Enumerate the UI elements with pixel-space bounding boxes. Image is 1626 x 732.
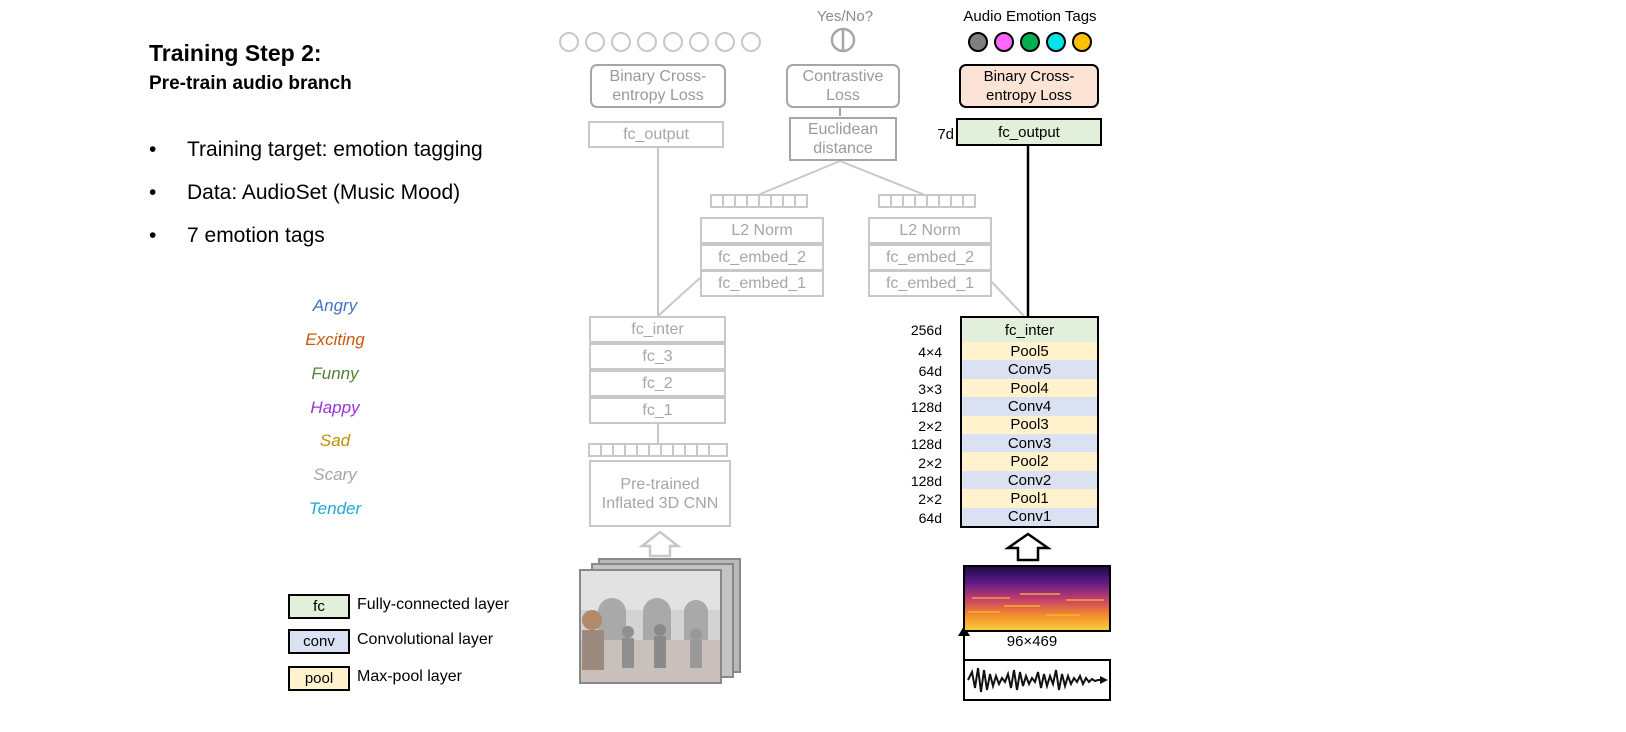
audio-layer-dim-label: 4×4 xyxy=(918,344,942,361)
page-subtitle: Pre-train audio branch xyxy=(149,73,352,94)
emotion-label: Funny xyxy=(311,364,359,383)
legend-pool-label: Max-pool layer xyxy=(357,668,462,685)
left-l2-norm-box: L2 Norm xyxy=(700,217,824,244)
video-output-circles xyxy=(559,32,761,52)
emotion-label: Sad xyxy=(319,431,351,450)
video-fc-inter-box: fc_inter xyxy=(589,316,726,343)
audio-layer-conv2: Conv2 xyxy=(960,470,1099,492)
video-cnn-box: Pre-trained Inflated 3D CNN xyxy=(589,460,731,527)
emotion-label: Tender xyxy=(308,499,362,518)
yes-no-output-node xyxy=(830,27,856,53)
yes-no-label: Yes/No? xyxy=(816,8,874,25)
video-feature-vector xyxy=(588,443,728,457)
video-fc1-box: fc_1 xyxy=(589,397,726,424)
video-fc-output-box: fc_output xyxy=(588,121,724,148)
audio-layer-conv1: Conv1 xyxy=(960,507,1099,528)
audio-layer-conv4: Conv4 xyxy=(960,397,1099,418)
emotion-label: Scary xyxy=(313,465,357,484)
audio-layer-dim-label: 128d xyxy=(910,399,942,416)
audio-layer-dim-label: 3×3 xyxy=(918,381,942,397)
audio-input-arrow xyxy=(1004,532,1052,562)
audio-layer-dim-label: 256d xyxy=(910,322,942,338)
audio-layer-dim-label: 128d xyxy=(910,473,942,489)
right-fc-embed-2-box: fc_embed_2 xyxy=(868,244,992,271)
audio-tag-circle xyxy=(968,32,988,52)
bullet-dot: • xyxy=(149,181,157,204)
right-l2-norm-box: L2 Norm xyxy=(868,217,992,244)
audio-fc-output-box: fc_output xyxy=(956,118,1102,146)
bullet-text: 7 emotion tags xyxy=(187,224,325,247)
bullet-dot: • xyxy=(149,224,157,247)
audio-tag-circle xyxy=(1046,32,1066,52)
emotion-label: Angry xyxy=(312,296,358,315)
audio-layer-dim-label: 64d xyxy=(918,509,942,526)
video-bce-loss-box: Binary Cross-entropy Loss xyxy=(590,64,726,108)
right-embedding-vector xyxy=(878,194,976,208)
spectrogram-size-label: 96×469 xyxy=(1006,633,1058,650)
left-fc-embed-1-box: fc_embed_1 xyxy=(700,270,824,297)
audio-tag-circle xyxy=(994,32,1014,52)
contrastive-loss-box: Contrastive Loss xyxy=(786,64,900,108)
video-input-arrow xyxy=(638,530,682,558)
video-fc2-box: fc_2 xyxy=(589,370,726,397)
audio-tag-circle xyxy=(1072,32,1092,52)
left-embedding-vector xyxy=(710,194,808,208)
legend-fc-swatch: fc xyxy=(288,594,350,619)
audio-layer-fc-inter: fc_inter xyxy=(960,316,1099,344)
audio-layer-dim-label: 128d xyxy=(910,436,942,453)
waveform-image xyxy=(963,659,1111,701)
legend-conv-swatch: conv xyxy=(288,629,350,654)
euclidean-distance-box: Euclidean distance xyxy=(789,117,897,161)
emotion-label: Happy xyxy=(310,398,360,417)
audio-tag-circles xyxy=(968,32,1092,52)
left-fc-embed-2-box: fc_embed_2 xyxy=(700,244,824,271)
audio-tag-circle xyxy=(1020,32,1040,52)
video-frames-image xyxy=(579,558,741,684)
legend-conv-label: Convolutional layer xyxy=(357,631,494,648)
audio-layer-dim-label: 64d xyxy=(918,362,942,379)
legend-fc-label: Fully-connected layer xyxy=(357,596,510,613)
emotion-label: Exciting xyxy=(305,330,365,349)
right-fc-embed-1-box: fc_embed_1 xyxy=(868,270,992,297)
bullet-dot: • xyxy=(149,138,157,161)
audio-emotion-tags-title: Audio Emotion Tags xyxy=(963,8,1097,25)
bullet-text: Data: AudioSet (Music Mood) xyxy=(187,181,461,204)
audio-layer-dim-label: 2×2 xyxy=(918,454,942,471)
page-title: Training Step 2: xyxy=(149,40,322,66)
fc-output-dim-label: 7d xyxy=(937,126,954,143)
video-fc3-box: fc_3 xyxy=(589,343,726,370)
spectrogram-image xyxy=(963,565,1111,632)
audio-layer-dim-label: 2×2 xyxy=(918,491,942,508)
audio-bce-loss-box: Binary Cross-entropy Loss xyxy=(959,64,1099,108)
bullet-text: Training target: emotion tagging xyxy=(187,138,483,161)
audio-layer-dim-label: 2×2 xyxy=(918,417,942,434)
legend-pool-swatch: pool xyxy=(288,666,350,691)
